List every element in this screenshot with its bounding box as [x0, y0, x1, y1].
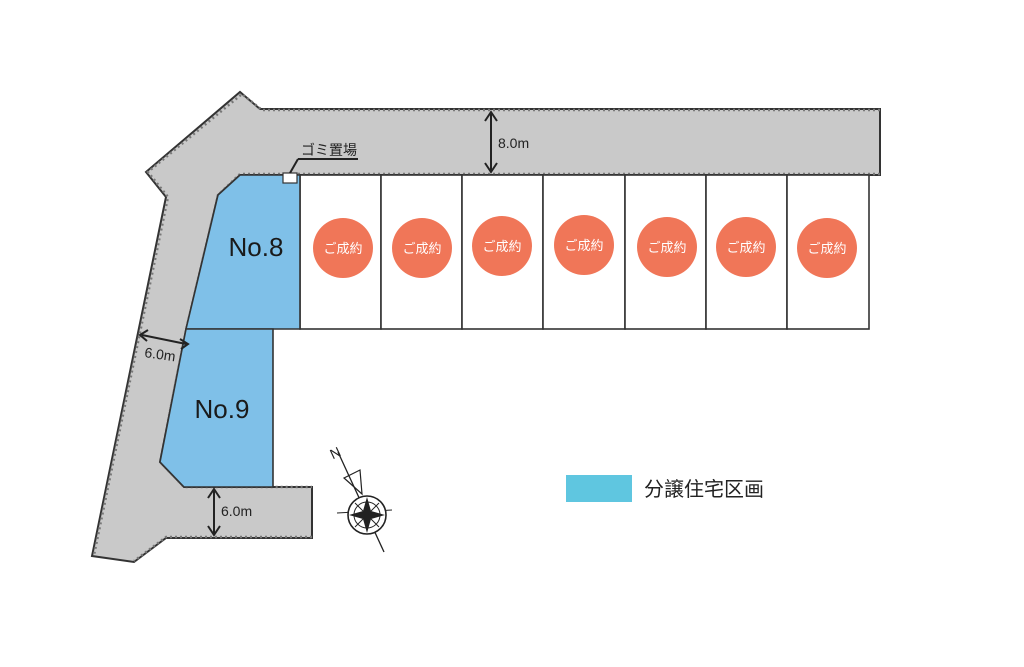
dimension-west-road: 6.0m — [138, 329, 190, 364]
sold-badge: ご成約 — [392, 218, 452, 278]
road-edge-outer — [92, 92, 880, 556]
garbage-area-box — [282, 172, 298, 184]
lot-no9[interactable] — [159, 328, 274, 488]
sold-badge-label: ご成約 — [726, 240, 765, 256]
compass-icon: N — [327, 443, 393, 553]
sold-badge: ご成約 — [716, 217, 776, 277]
dimension-south-label: 6.0m — [221, 503, 252, 519]
legend-label: 分譲住宅区画 — [644, 477, 764, 501]
legend-swatch — [566, 475, 632, 502]
sold-badge: ご成約 — [554, 215, 614, 275]
sold-badge-label: ご成約 — [482, 239, 521, 255]
lot-no9-label: No.9 — [195, 394, 250, 424]
sold-lots: ご成約 ご成約 ご成約 ご成約 ご成約 ご成約 ご成約 — [299, 174, 870, 330]
sold-badge: ご成約 — [472, 216, 532, 276]
for-sale-lots: No.8 No.9 — [159, 174, 301, 488]
dimension-west-label: 6.0m — [144, 344, 177, 364]
garbage-area-label: ゴミ置場 — [301, 142, 357, 159]
dimension-south-road: 6.0m — [207, 487, 252, 537]
sold-badge-label: ご成約 — [647, 240, 686, 256]
dimension-north-road: 8.0m — [484, 110, 529, 174]
legend: 分譲住宅区画 — [566, 475, 764, 502]
sold-badge-label: ご成約 — [323, 241, 362, 257]
sold-badge-label: ご成約 — [807, 241, 846, 257]
sold-badge-label: ご成約 — [564, 238, 603, 254]
lot-no8-label: No.8 — [229, 232, 284, 262]
road-edge-inner — [158, 172, 880, 489]
sold-badge: ご成約 — [313, 218, 373, 278]
garbage-area: ゴミ置場 — [282, 142, 358, 184]
sold-badge: ご成約 — [797, 218, 857, 278]
road-edge-south — [133, 535, 312, 562]
dimension-north-label: 8.0m — [498, 135, 529, 151]
sold-badge: ご成約 — [637, 217, 697, 277]
sold-badge-label: ご成約 — [402, 241, 441, 257]
